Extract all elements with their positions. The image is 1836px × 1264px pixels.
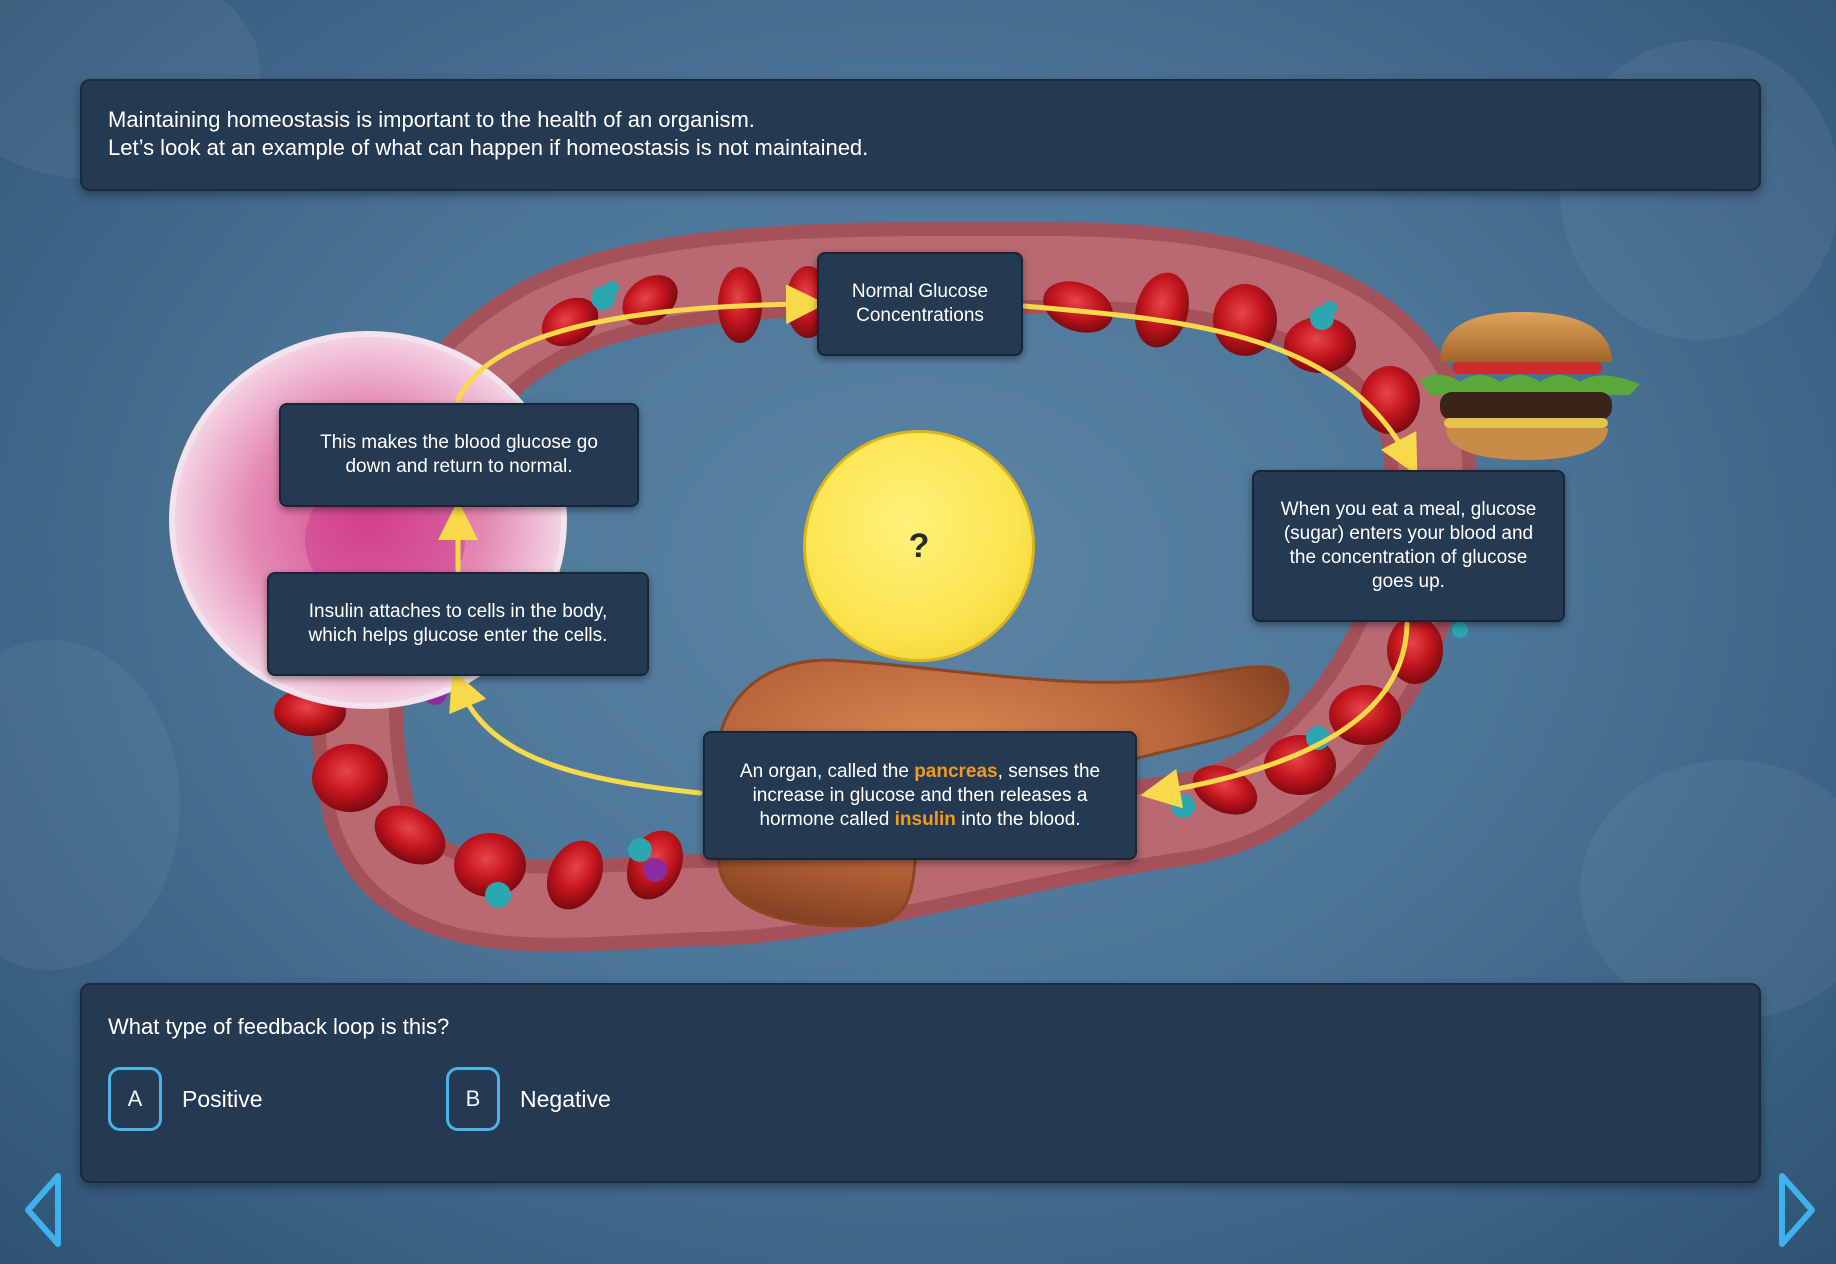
option-a-label[interactable]: Positive <box>182 1086 263 1113</box>
label-normal-glucose-text: Normal Glucose Concentrations <box>833 280 1007 328</box>
label-glucose-down-text: This makes the blood glucose go down and… <box>301 431 617 479</box>
quiz-question: What type of feedback loop is this? <box>108 1013 1733 1041</box>
label-normal-glucose: Normal Glucose Concentrations <box>817 252 1023 356</box>
label-eat-meal-text: When you eat a meal, glucose (sugar) ent… <box>1276 498 1541 594</box>
hamburger-icon <box>1420 312 1640 460</box>
option-b-button[interactable]: B Negative <box>446 1067 611 1131</box>
pancreas-highlight: pancreas <box>914 761 997 782</box>
chevron-left-icon[interactable] <box>22 1170 66 1250</box>
next-page-button[interactable] <box>1774 1170 1818 1250</box>
label-pancreas-text: An organ, called the pancreas, senses th… <box>729 760 1111 832</box>
label-eat-meal: When you eat a meal, glucose (sugar) ent… <box>1252 470 1565 622</box>
label-insulin-attaches-text: Insulin attaches to cells in the body, w… <box>283 600 633 648</box>
pancreas-text-part3: into the blood. <box>956 809 1081 830</box>
pancreas-text-part1: An organ, called the <box>740 761 914 782</box>
label-pancreas: An organ, called the pancreas, senses th… <box>703 731 1137 860</box>
previous-page-button[interactable] <box>22 1170 66 1250</box>
label-glucose-down: This makes the blood glucose go down and… <box>279 403 639 507</box>
option-a-button[interactable]: A Positive <box>108 1067 263 1131</box>
option-a-key[interactable]: A <box>108 1067 162 1131</box>
option-b-label[interactable]: Negative <box>520 1086 611 1113</box>
feedback-type-placeholder: ? <box>803 430 1035 662</box>
quiz-panel: What type of feedback loop is this? A Po… <box>80 983 1761 1183</box>
insulin-highlight: insulin <box>895 809 956 830</box>
option-b-key[interactable]: B <box>446 1067 500 1131</box>
label-insulin-attaches: Insulin attaches to cells in the body, w… <box>267 572 649 676</box>
chevron-right-icon[interactable] <box>1774 1170 1818 1250</box>
